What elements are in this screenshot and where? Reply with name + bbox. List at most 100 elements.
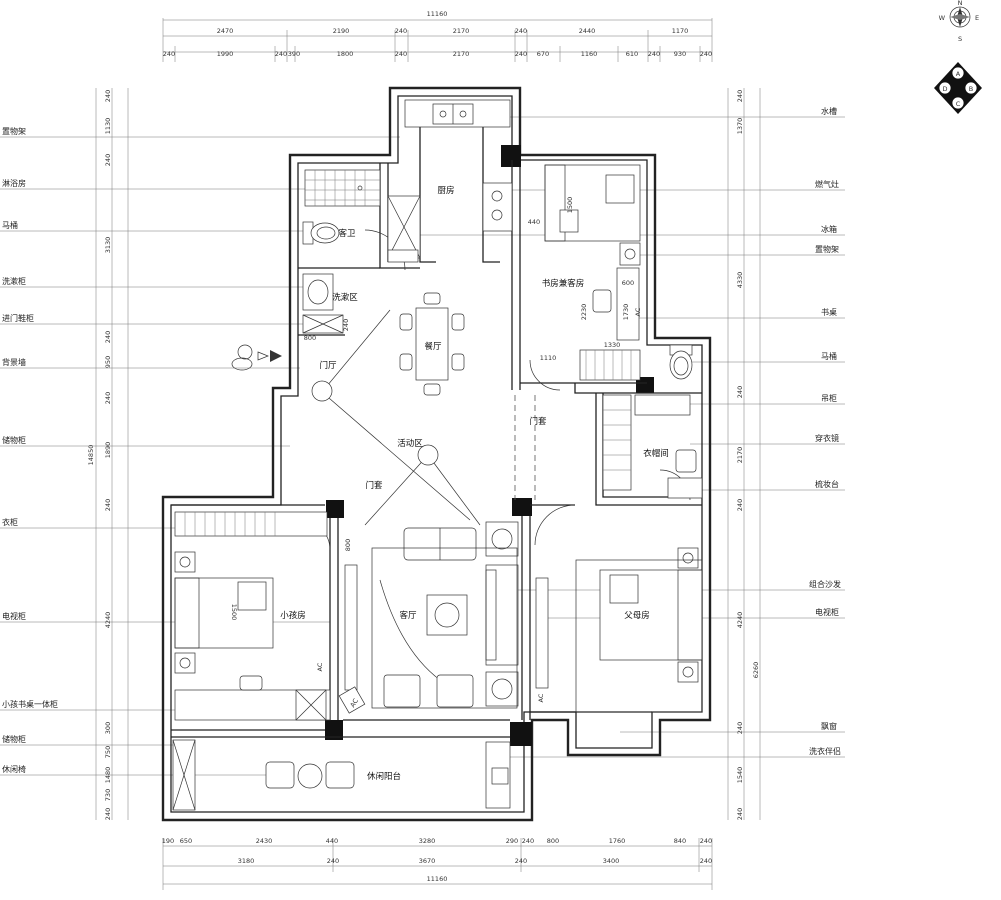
balcony-furniture (172, 739, 511, 811)
left-dim-4: 3130 (104, 237, 112, 254)
label-left-shoe-cabinet: 进门鞋柜 (2, 313, 34, 323)
ac-label-study: AC (634, 307, 642, 316)
guest-bath-fixtures (302, 169, 381, 334)
room-kitchen: 厨房 (437, 185, 454, 196)
view-marker-icon: A B C D (934, 62, 982, 114)
structural-columns (325, 145, 654, 746)
parents-room-furniture (535, 547, 703, 713)
study-furniture (544, 164, 641, 381)
bottom-dim-2-2: 240 (327, 857, 339, 865)
inner-dim-240-wash: 240 (342, 319, 350, 331)
label-left-storage-2: 储物柜 (2, 734, 26, 744)
inner-dim-800-wash: 800 (304, 334, 316, 342)
door-set-label-1: 门套 (365, 480, 383, 491)
room-cloakroom: 衣帽间 (643, 448, 669, 459)
ac-label-kids: AC (316, 662, 324, 671)
right-dim-2: 1370 (736, 118, 744, 135)
label-right-bay-window: 飘窗 (821, 721, 837, 731)
top-dim-2-13: 930 (674, 50, 686, 58)
inner-dim-1500-study: 1500 (566, 197, 574, 214)
view-marker-d: D (942, 85, 947, 93)
room-labels: 厨房 客卫 洗漱区 餐厅 门厅 书房兼客房 活动区 衣帽间 小孩房 客厅 父母房… (280, 185, 669, 782)
bottom-dim-1-9: 1760 (609, 837, 626, 845)
right-dim-11: 240 (736, 808, 744, 820)
bottom-dim-1-11: 240 (700, 837, 712, 845)
top-dim-2-3: 240 (275, 50, 287, 58)
inner-dim-1110: 1110 (540, 354, 557, 362)
top-dim-1-1: 2470 (217, 27, 234, 35)
bottom-dim-1-1: 190 (162, 837, 174, 845)
kids-room-furniture (174, 511, 331, 721)
top-dim-1-6: 2440 (579, 27, 596, 35)
left-dim-6: 950 (104, 356, 112, 368)
left-total-dim: 14850 (87, 445, 95, 466)
interior-walls (171, 127, 702, 738)
top-dim-1-3: 240 (395, 27, 407, 35)
label-right-mirror: 穿衣镜 (815, 433, 839, 443)
kitchen-fixtures (387, 99, 513, 263)
guest-toilet-icon (302, 221, 340, 245)
right-dim-8: 6260 (752, 662, 760, 679)
bottom-dim-1-10: 840 (674, 837, 686, 845)
compass-icon: N W E S (939, 0, 980, 43)
top-dim-1-2: 2190 (333, 27, 350, 35)
label-left-kids-desk: 小孩书桌一体柜 (2, 699, 58, 709)
top-dimensions: 11160 2470 2190 240 2170 240 2440 1170 2… (162, 10, 713, 62)
left-dim-11: 300 (104, 722, 112, 734)
bottom-dim-1-6: 290 (506, 837, 518, 845)
top-dim-2-9: 670 (537, 50, 549, 58)
inner-dim-2230: 2230 (580, 304, 588, 321)
label-right-dresser: 梳妆台 (815, 479, 839, 489)
compass-north: N (958, 0, 963, 7)
label-right-desk: 书桌 (821, 307, 837, 317)
view-marker-c: C (956, 100, 961, 108)
left-dim-14: 730 (104, 789, 112, 801)
left-dim-2: 1130 (104, 118, 112, 135)
bottom-dim-1-3: 2430 (256, 837, 273, 845)
bottom-dim-2-5: 3400 (603, 857, 620, 865)
top-dim-1-4: 2170 (453, 27, 470, 35)
ac-label-living: AC (349, 697, 361, 709)
right-dim-9: 240 (736, 722, 744, 734)
label-right-wall-cabinet: 吊柜 (821, 393, 837, 403)
top-dim-2-10: 1160 (581, 50, 598, 58)
top-dim-2-11: 610 (626, 50, 638, 58)
room-parents: 父母房 (624, 610, 650, 621)
label-left-lounge-chair: 休闲椅 (2, 764, 26, 774)
label-right-fridge: 冰箱 (821, 224, 837, 234)
top-dim-2-14: 240 (700, 50, 712, 58)
label-right-toilet: 马桶 (821, 351, 837, 361)
bottom-dim-2-1: 3180 (238, 857, 255, 865)
top-dim-1-7: 1170 (672, 27, 689, 35)
label-right-tv-cabinet: 电视柜 (815, 607, 839, 617)
top-dim-2-1: 240 (163, 50, 175, 58)
label-left-shelf: 置物架 (2, 126, 26, 136)
inner-dim-1730: 1730 (622, 304, 630, 321)
bottom-dim-1-7: 240 (522, 837, 534, 845)
label-right-shelf: 置物架 (815, 244, 839, 254)
top-dim-2-12: 240 (648, 50, 660, 58)
top-total-dim: 11160 (427, 10, 448, 18)
master-toilet-icon (669, 344, 693, 380)
label-left-wardrobe: 衣柜 (2, 517, 18, 527)
left-dim-10: 4240 (104, 612, 112, 629)
room-activity: 活动区 (397, 438, 423, 449)
top-dim-2-5: 1800 (337, 50, 354, 58)
right-dim-6: 240 (736, 499, 744, 511)
bottom-dim-1-8: 800 (547, 837, 559, 845)
compass-south: S (958, 35, 962, 43)
top-dim-2-8: 240 (515, 50, 527, 58)
label-left-vanity: 洗漱柜 (2, 276, 26, 286)
bottom-dim-1-4: 440 (326, 837, 338, 845)
living-room-furniture (338, 521, 519, 714)
top-dim-2-6: 240 (395, 50, 407, 58)
bottom-total-dim: 11160 (427, 875, 448, 883)
view-marker-a: A (956, 70, 961, 78)
label-left-storage-1: 储物柜 (2, 435, 26, 445)
bottom-dimensions: 190 650 2430 440 3280 290 240 800 1760 8… (162, 837, 713, 890)
inner-dim-600: 600 (622, 279, 634, 287)
room-guest-bath: 客卫 (338, 228, 356, 239)
bottom-dim-2-3: 3670 (419, 857, 436, 865)
ac-label-parents: AC (537, 693, 545, 702)
